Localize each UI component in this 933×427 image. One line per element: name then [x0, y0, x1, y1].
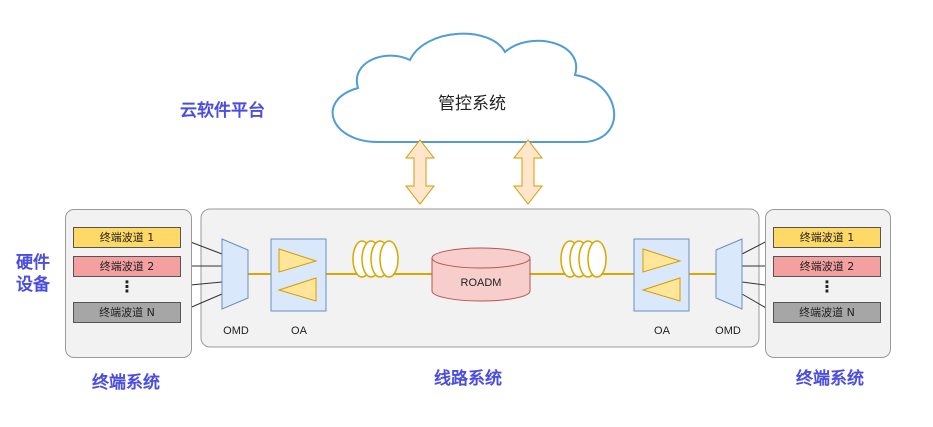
fiber-spool-left-icon — [352, 240, 399, 278]
omd-left-shape — [221, 238, 249, 310]
fiber-spool-right-icon — [560, 240, 607, 278]
left-wave-1: 终端波道 1 — [73, 227, 181, 248]
left-terminal-panel: 终端波道 1 终端波道 2 ⋮ 终端波道 N — [65, 209, 192, 358]
oa-left-triangle-top — [278, 248, 318, 273]
omd-right-label: OMD — [715, 325, 741, 337]
double-arrow-right — [512, 139, 544, 205]
left-terminal-title: 终端系统 — [92, 373, 160, 393]
right-wave-ellipsis: ⋮ — [819, 277, 835, 296]
oa-right-triangle-top — [642, 248, 682, 273]
hardware-label-line1: 硬件 — [16, 253, 50, 273]
roadm-cylinder — [431, 247, 531, 302]
left-wave-ellipsis: ⋮ — [119, 277, 135, 296]
oa-left-triangle-bottom — [277, 277, 317, 302]
oa-right-triangle-bottom — [641, 277, 681, 302]
right-wave-2: 终端波道 2 — [773, 256, 881, 277]
right-terminal-panel: 终端波道 1 终端波道 2 ⋮ 终端波道 N — [765, 209, 891, 358]
cloud-shape — [331, 32, 616, 143]
control-system-label: 管控系统 — [438, 94, 506, 114]
left-wave-n: 终端波道 N — [73, 302, 181, 323]
left-wave-2: 终端波道 2 — [73, 256, 181, 277]
omd-right-shape — [715, 238, 743, 310]
right-wave-n: 终端波道 N — [773, 302, 881, 323]
double-arrow-left — [404, 139, 436, 205]
hardware-label: 硬件 设备 — [16, 252, 50, 296]
cloud-platform-label: 云软件平台 — [180, 101, 265, 121]
oa-right-label: OA — [654, 325, 670, 337]
right-wave-1: 终端波道 1 — [773, 227, 881, 248]
line-system-title: 线路系统 — [434, 369, 502, 389]
oa-right-box — [633, 238, 690, 312]
right-terminal-title: 终端系统 — [796, 369, 864, 389]
roadm-label: ROADM — [460, 277, 502, 289]
omd-left-label: OMD — [223, 325, 249, 337]
hardware-label-line2: 设备 — [16, 275, 50, 295]
oa-left-label: OA — [291, 325, 307, 337]
